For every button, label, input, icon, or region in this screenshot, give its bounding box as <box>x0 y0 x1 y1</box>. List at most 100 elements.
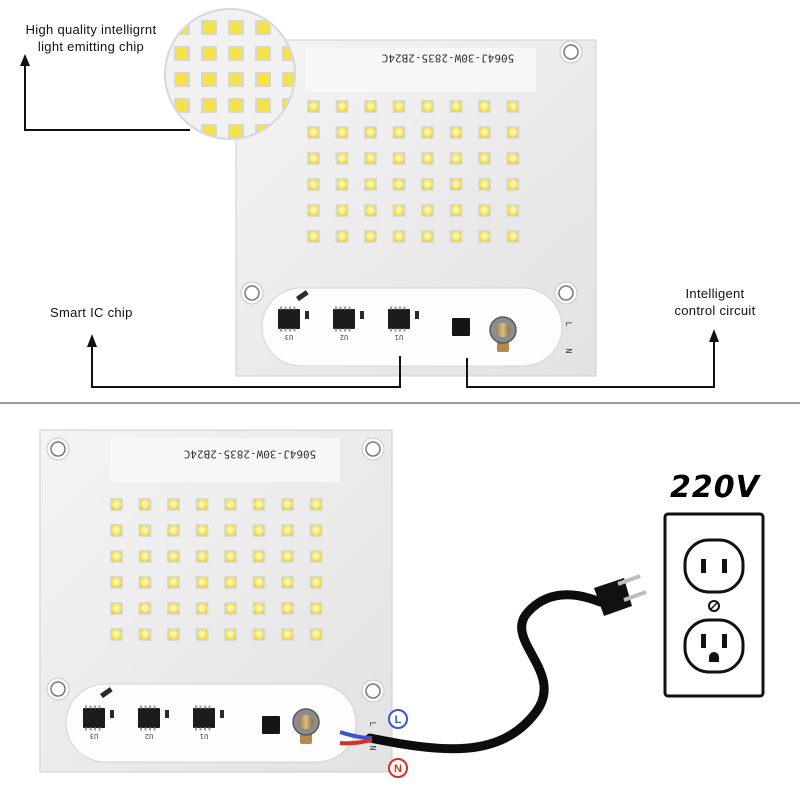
led-chip-zoomed <box>201 72 217 87</box>
ic-callout-label: Smart IC chip <box>50 305 133 320</box>
led-chip <box>281 576 294 589</box>
voltage-label: 220V <box>670 470 760 505</box>
arrow-head-up-icon <box>87 334 97 347</box>
mounting-hole-icon <box>240 281 264 305</box>
led-chip-zoomed <box>201 46 217 61</box>
led-chip <box>392 204 406 217</box>
led-chip <box>335 126 349 139</box>
terminal-label: N <box>564 349 573 354</box>
led-chip <box>138 524 152 537</box>
control-callout-line1: Intelligent <box>685 286 745 301</box>
led-chip <box>138 576 152 589</box>
led-chip <box>506 126 520 139</box>
led-chip <box>449 230 463 243</box>
led-chip <box>138 602 152 615</box>
control-callout-line2: control circuit <box>674 303 756 318</box>
led-chip <box>449 126 463 139</box>
resistor <box>305 311 309 319</box>
led-chip <box>309 602 323 615</box>
led-chip <box>392 126 406 139</box>
led-chip <box>478 126 491 139</box>
magnifier-lens <box>164 8 296 140</box>
led-chip <box>309 524 323 537</box>
ic-silkscreen-label: U1 <box>200 732 208 740</box>
led-area-plate <box>110 438 340 482</box>
led-chip-zoomed <box>255 46 271 61</box>
ic-chip <box>388 306 410 332</box>
led-chip <box>478 178 491 191</box>
live-badge: L <box>388 709 408 729</box>
wall-outlet <box>663 512 765 698</box>
power-cord <box>339 574 647 754</box>
board-model-code: 5064J-30W-2835-2B24C <box>382 52 514 65</box>
bridge-rectifier <box>452 318 470 336</box>
ic-silkscreen-label: U2 <box>145 732 153 740</box>
led-chip <box>449 100 463 113</box>
neutral-badge-label: N <box>394 763 402 775</box>
led-chip-zoomed <box>201 20 217 35</box>
led-chip <box>335 204 349 217</box>
led-chip <box>364 178 377 191</box>
led-chip <box>309 498 323 511</box>
led-chip <box>195 550 209 563</box>
ic-silkscreen-label: U1 <box>395 333 403 341</box>
mounting-hole-icon <box>361 437 385 461</box>
capacitor <box>489 316 517 352</box>
live-badge-label: L <box>395 714 402 726</box>
resistor <box>220 710 224 718</box>
chip-callout-label: High quality intelligrnt light emitting … <box>6 22 176 54</box>
led-chip <box>421 152 434 165</box>
led-chip <box>195 498 209 511</box>
led-chip-zoomed <box>174 72 190 87</box>
led-chip <box>252 498 266 511</box>
led-chip <box>449 204 463 217</box>
outlet-socket-bottom <box>683 618 745 674</box>
led-chip <box>138 550 152 563</box>
led-chip <box>167 576 180 589</box>
led-chip <box>195 524 209 537</box>
led-chip-zoomed <box>255 72 271 87</box>
led-chip <box>195 628 209 641</box>
terminal-label: N <box>368 746 377 751</box>
led-chip <box>478 204 491 217</box>
led-chip-zoomed <box>228 98 244 113</box>
led-grid <box>307 100 520 243</box>
bridge-rectifier <box>262 716 280 734</box>
led-chip <box>449 152 463 165</box>
led-chip <box>364 100 377 113</box>
led-chip <box>167 628 180 641</box>
led-chip <box>421 178 434 191</box>
terminal-label: L <box>368 722 377 727</box>
led-chip <box>421 100 434 113</box>
led-chip-zoomed <box>228 124 244 138</box>
chip-callout-line2: light emitting chip <box>37 39 145 54</box>
led-chip-zoomed <box>228 20 244 35</box>
led-chip <box>252 628 266 641</box>
led-chip-zoomed <box>201 98 217 113</box>
chip-callout-arrow <box>24 62 190 131</box>
led-chip <box>421 204 434 217</box>
led-chip <box>307 204 320 217</box>
led-chip <box>167 524 180 537</box>
led-chip-zoomed <box>174 20 190 35</box>
resistor <box>99 687 113 699</box>
mounting-hole-icon <box>554 281 578 305</box>
led-chip <box>506 230 520 243</box>
led-chip <box>195 602 209 615</box>
led-chip-zoomed <box>255 98 271 113</box>
led-chip <box>309 628 323 641</box>
board-model-code: 5064J-30W-2835-2B24C <box>184 448 316 461</box>
outlet-socket-top <box>683 538 745 594</box>
ic-callout-arrow <box>91 343 401 388</box>
led-chip <box>307 126 320 139</box>
led-chip-zoomed <box>282 20 294 35</box>
led-chip <box>252 576 266 589</box>
led-chip-zoomed <box>174 124 190 138</box>
led-chip <box>392 152 406 165</box>
led-chip <box>224 550 237 563</box>
led-chip <box>392 178 406 191</box>
led-chip <box>335 152 349 165</box>
led-chip <box>364 204 377 217</box>
